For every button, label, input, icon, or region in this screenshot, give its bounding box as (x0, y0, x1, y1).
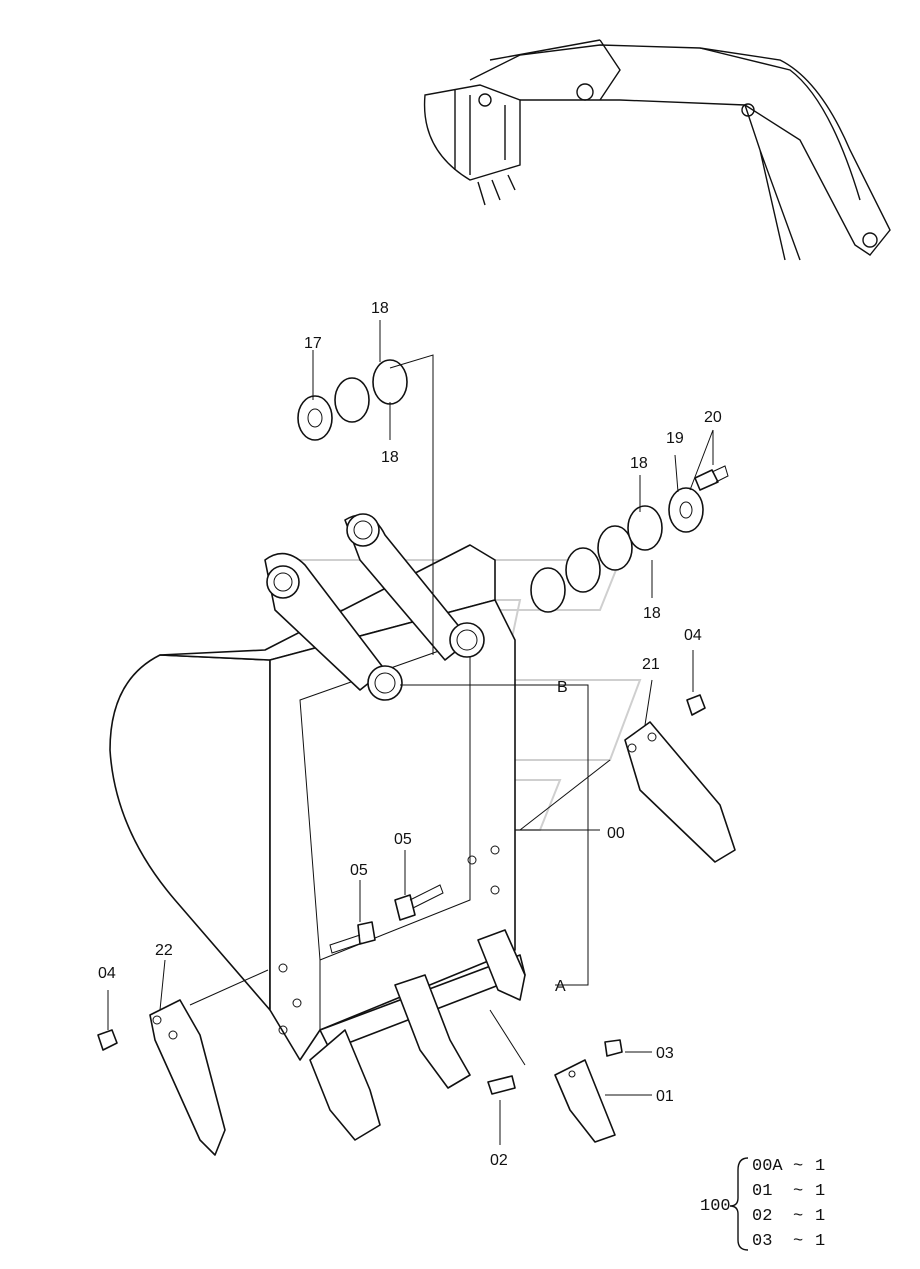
shim-stack-right (530, 465, 729, 613)
label-20: 20 (704, 409, 722, 426)
side-cutter-22 (149, 999, 226, 1156)
legend-qty: 1 (815, 1182, 825, 1201)
nut-04-left (97, 1029, 118, 1051)
legend-qty: 1 (815, 1207, 825, 1226)
label-01: 01 (656, 1088, 674, 1105)
legend-part: 03 (752, 1232, 772, 1251)
label-A: A (555, 978, 566, 995)
legend-part: 01 (752, 1182, 772, 1201)
label-18-lower-right: 18 (643, 605, 661, 622)
bucket-body-00 (109, 513, 526, 1061)
label-04-left: 04 (98, 965, 116, 982)
legend-sep: ~ (793, 1157, 803, 1176)
shim-stack-top (297, 359, 408, 441)
label-02: 02 (490, 1152, 508, 1169)
label-18-under: 18 (381, 449, 399, 466)
label-05-lower: 05 (350, 862, 368, 879)
excavator-arm-overview (423, 39, 891, 261)
bolt-05-upper (394, 884, 444, 921)
label-18-right: 18 (630, 455, 648, 472)
legend-part: 02 (752, 1207, 772, 1226)
label-19: 19 (666, 430, 684, 447)
legend-row-3: 02 ~ 1 (752, 1207, 825, 1226)
label-B: B (557, 679, 568, 696)
legend-row-4: 03 ~ 1 (752, 1232, 825, 1251)
label-22: 22 (155, 942, 173, 959)
label-00: 00 (607, 825, 625, 842)
label-03: 03 (656, 1045, 674, 1062)
lock-02 (487, 1075, 516, 1095)
pin-03 (604, 1039, 623, 1057)
tooth-01 (554, 1059, 616, 1143)
label-05-upper: 05 (394, 831, 412, 848)
label-21: 21 (642, 656, 660, 673)
label-04-right: 04 (684, 627, 702, 644)
legend-row-1: 00A ~ 1 (752, 1157, 825, 1176)
assembly-legend: 100 00A ~ 1 01 ~ 1 02 ~ 1 03 ~ 1 (700, 1157, 825, 1251)
legend-qty: 1 (815, 1157, 825, 1176)
legend-sep: ~ (793, 1232, 803, 1251)
legend-part: 00A (752, 1157, 783, 1176)
legend-qty: 1 (815, 1232, 825, 1251)
leader-lines (107, 320, 714, 1145)
legend-sep: ~ (793, 1207, 803, 1226)
legend-sep: ~ (793, 1182, 803, 1201)
legend-assembly-number: 100 (700, 1197, 731, 1216)
label-18-top: 18 (371, 300, 389, 317)
nut-04-right (686, 694, 706, 716)
label-17: 17 (304, 335, 322, 352)
legend-row-2: 01 ~ 1 (752, 1182, 825, 1201)
teeth-row (309, 929, 526, 1141)
bolt-05-lower (329, 921, 376, 954)
side-cutter-21 (624, 721, 736, 863)
